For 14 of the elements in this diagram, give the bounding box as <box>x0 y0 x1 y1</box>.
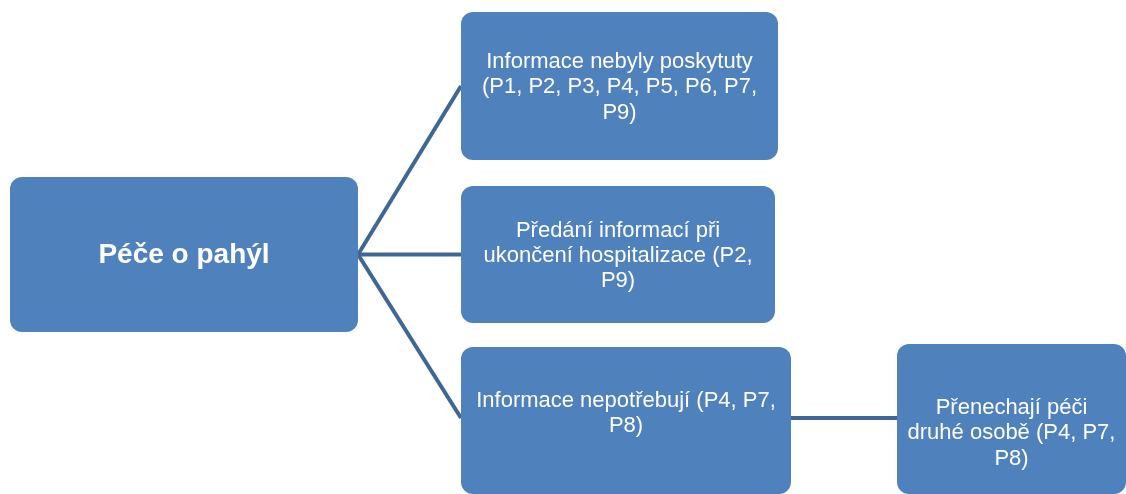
topic-box <box>461 12 778 160</box>
topic-box <box>461 347 791 494</box>
root-box <box>10 177 358 332</box>
node-text: Informace nebyly poskytuty (P1, P2, P3, P4, P5, P6, P7, P9) <box>480 48 759 124</box>
node-text: Předání informací při ukončení hospitalizace (P2, P9) <box>482 216 754 293</box>
node-text: Péče o pahýl <box>98 238 270 271</box>
topic-box <box>461 186 775 323</box>
node-text: Přenechají péči druhé osobě (P4, P7, P8) <box>906 394 1117 470</box>
topic-box <box>897 344 1126 494</box>
connector-line <box>356 253 463 420</box>
connector-line <box>791 416 897 420</box>
connector-line <box>358 252 461 257</box>
connector-line <box>356 84 463 256</box>
node-text: Informace nepotřebují (P4, P7, P8) <box>475 387 777 438</box>
